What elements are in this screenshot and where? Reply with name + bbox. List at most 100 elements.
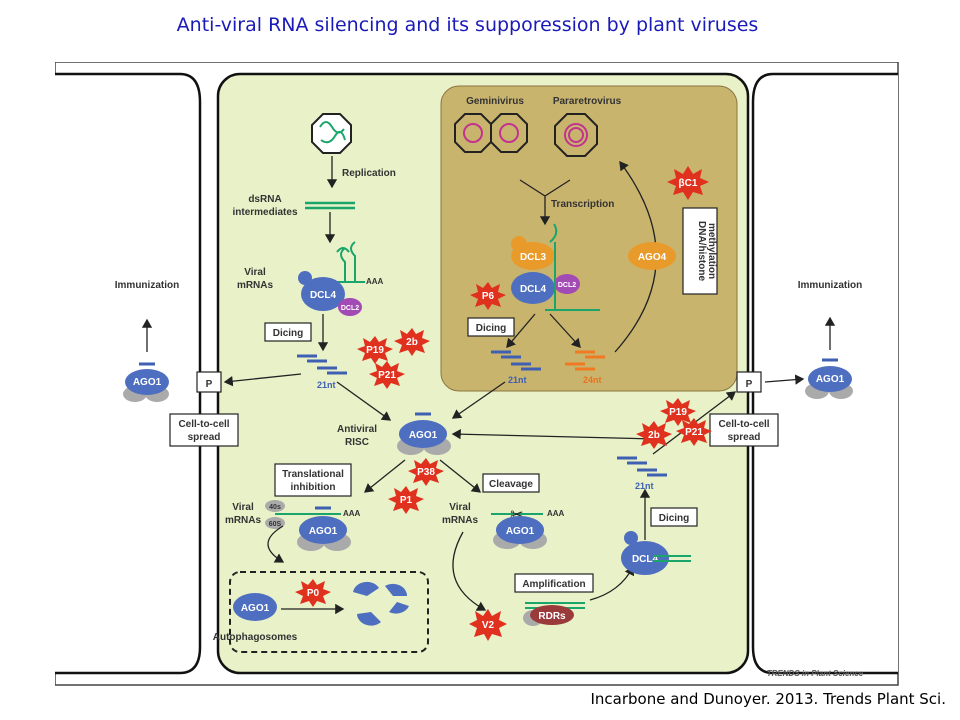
dicing-nucleus-label: Dicing [476,323,507,334]
plasmodesma-right [736,371,762,393]
pararetrovirus-icon [554,113,598,157]
p19-top-label: P19 [366,345,384,356]
p6-label: P6 [482,291,495,302]
ago1-cleavage-label: AGO1 [506,526,535,537]
suppressor-p21-top: P21 [369,361,405,389]
ago1-cleavage: AGO1 [493,516,547,549]
dcl4-bottom: DCL4 [621,531,669,575]
dna-histone-l2: methylation [706,223,717,279]
rdrs: RDRs [523,605,574,626]
geminivirus-label: Geminivirus [466,96,524,107]
suppressor-p1: P1 [388,486,424,514]
autophagosomes-label: Autophagosomes [213,632,298,643]
nt21-nucleus-label: 21nt [508,375,527,385]
ago1-translational-label: AGO1 [309,526,338,537]
risc-label-1: Antiviral [337,424,377,435]
aaa-top: AAA [366,277,384,286]
cell-to-cell-right-l1: Cell-to-cell [718,419,769,430]
viral-mrnas-top-l1: Viral [244,267,266,278]
dcl3-label: DCL3 [520,252,547,263]
nt24-label: 24nt [583,375,602,385]
p-left-label: P [206,379,213,390]
geminivirus-icon [454,113,528,153]
dicing-nucleus-box [467,317,515,337]
ago1-translational: AGO1 [297,506,351,551]
v2-label: V2 [482,620,495,631]
citation: Incarbone and Dunoyer. 2013. Trends Plan… [590,690,946,708]
ago4: AGO4 [628,242,676,270]
rdrs-label: RDRs [538,611,566,622]
sirna-21nt-nucleus [491,350,541,371]
2b-right-label: 2b [648,430,660,441]
dicing-bottom-box [650,507,698,527]
2b-top-label: 2b [406,337,418,348]
suppressor-p0: P0 [295,579,331,607]
dicing-bottom-label: Dicing [659,513,690,524]
cell-to-cell-left-l2: spread [188,432,221,443]
p38-label: P38 [417,467,435,478]
nt21-right-label: 21nt [635,481,654,491]
rna-virus-icon [311,113,352,154]
ago1-right-label: AGO1 [816,374,845,385]
dna-methylation-box [682,207,718,295]
dna-histone-l1: DNA/histone [696,221,707,281]
viral-mrnas-right-l2: mRNAs [442,515,479,526]
to-amplification-arrow [452,531,487,611]
viral-mrnas-left-l2: mRNAs [225,515,262,526]
ago1-risc-label: AGO1 [409,430,438,441]
dcl2-top-label: DCL2 [341,305,359,312]
rna-silencing-diagram: P P Cell-to-cell spread Cell-to-cell spr… [55,62,899,686]
viral-mrnas-top-l2: mRNAs [237,280,274,291]
p21-top-label: P21 [378,370,396,381]
suppressor-p19-top: P19 [357,336,393,364]
suppressor-p21-right: P21 [676,418,712,446]
ago1-left-label: AGO1 [133,377,162,388]
nt21-left-label: 21nt [317,380,336,390]
cell-to-cell-right-box [709,413,779,447]
aaa-right: AAA [547,509,565,518]
p0-label: P0 [307,588,320,599]
cell-to-cell-right-l2: spread [728,432,761,443]
viral-mrnas-left-l1: Viral [232,502,254,513]
ribo-60s: 60S [269,521,282,528]
slide-title: Anti-viral RNA silencing and its suppore… [176,14,759,36]
dcl4-top: DCL4 DCL2 [298,271,362,316]
transcription-label: Transcription [551,199,614,210]
suppressor-2b-right: 2b [636,421,672,449]
amplification-box [514,573,594,593]
p19-right-label: P19 [669,407,687,418]
dsrna-label-2: intermediates [232,207,297,218]
trends-logo: TRENDS in Plant Science [767,669,864,678]
ago1-left-neighbor: AGO1 [123,362,169,402]
left-neighbor-cell [55,72,202,675]
cleavage-label: Cleavage [489,479,533,490]
cell-to-cell-left-l1: Cell-to-cell [178,419,229,430]
cleavage-box [482,473,540,493]
amplification-label: Amplification [522,579,585,590]
p-right-label: P [746,379,753,390]
dcl4-nucleus-label: DCL4 [520,284,547,295]
translation-loop-arrow [267,525,285,563]
aaa-left: AAA [343,509,361,518]
bc1-label: βC1 [679,178,698,189]
plasmodesma-left [196,371,222,393]
risc-label-2: RISC [345,437,369,448]
immunization-right: Immunization [798,280,862,291]
sirna-21nt-right [617,456,667,477]
cell-to-cell-left-box [169,413,239,447]
immunization-left: Immunization [115,280,179,291]
translational-box [274,463,352,497]
viral-mrnas-right-l1: Viral [449,502,471,513]
translational-l1: Translational [282,469,344,480]
dcl4-bottom-label: DCL4 [632,554,659,565]
dcl4-top-label: DCL4 [310,290,337,301]
dsrna-label-1: dsRNA [248,194,281,205]
ago1-autophagy-label: AGO1 [241,603,270,614]
translational-l2: inhibition [291,482,336,493]
dcl3-complex: DCL3 DCL4 DCL2 [511,236,580,304]
p1-label: P1 [400,495,413,506]
sirna-24nt [565,350,605,371]
ago1-risc: AGO1 [397,412,451,455]
autophagosomes-box [229,571,429,653]
suppressor-p38: P38 [408,458,444,486]
